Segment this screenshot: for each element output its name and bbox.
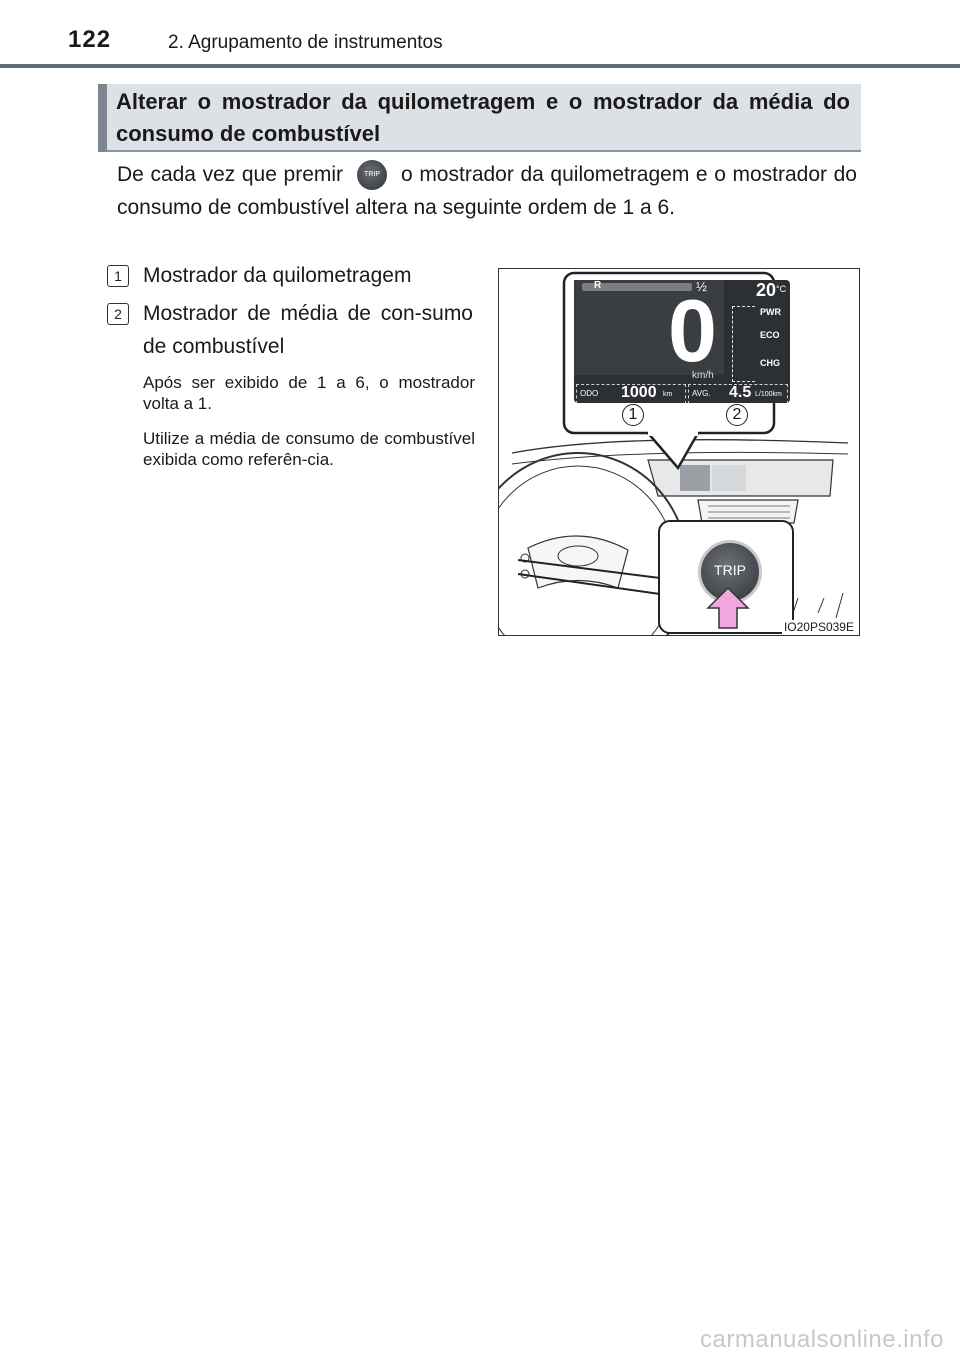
callout-1: 1 <box>622 404 644 426</box>
hybrid-indicator <box>732 306 755 382</box>
gear-indicator: R <box>594 280 602 291</box>
multi-info-display: R ½ 20 °C 0 km/h PWR ECO CHG ODO 1000 km… <box>574 280 790 403</box>
page-number: 122 <box>68 26 112 53</box>
section-title: Alterar o mostrador da quilometragem e o… <box>116 89 850 146</box>
temperature-value: 20 <box>756 280 777 300</box>
section-heading-box: Alterar o mostrador da quilometragem e o… <box>98 84 861 152</box>
temperature-unit: °C <box>776 284 787 294</box>
note-paragraph: Após ser exibido de 1 a 6, o mostrador v… <box>143 373 475 413</box>
fuel-gauge-bar <box>582 283 692 291</box>
item-label: Mostrador da quilometragem <box>143 264 412 287</box>
item-label: Mostrador de média de con-sumo de combus… <box>143 302 473 358</box>
fuel-fraction: ½ <box>696 280 707 294</box>
intro-text-before: De cada vez que premir <box>117 163 344 186</box>
trip-button-callout: TRIP <box>658 520 794 634</box>
trip-button-label: TRIP <box>714 562 746 578</box>
eco-label: ECO <box>760 330 780 340</box>
item-number-badge: 2 <box>107 303 129 325</box>
speed-value: 0 <box>668 281 717 380</box>
odo-value: 1000 <box>621 384 657 401</box>
odo-label: ODO <box>580 389 599 398</box>
avg-unit: L/100km <box>755 391 782 398</box>
callout-2: 2 <box>726 404 748 426</box>
pwr-label: PWR <box>760 307 781 317</box>
odo-unit: km <box>663 391 673 398</box>
item-number-badge: 1 <box>107 265 129 287</box>
intro-text-after: o mostrador da quilometragem e o mostrad… <box>117 163 857 219</box>
figure-code: IO20PS039E <box>781 620 856 634</box>
fuel-average-area: AVG. 4.5 L/100km <box>688 384 788 403</box>
note-paragraph: Utilize a média de consumo de combustíve… <box>143 429 475 469</box>
press-arrow-icon <box>706 586 750 629</box>
trip-button-icon: TRIP <box>357 160 388 191</box>
avg-label: AVG. <box>692 389 711 398</box>
section-accent-bar <box>98 84 107 152</box>
running-header: 2. Agrupamento de instrumentos <box>168 32 443 53</box>
instrument-cluster-figure: R ½ 20 °C 0 km/h PWR ECO CHG ODO 1000 km… <box>467 268 860 684</box>
callout-leader <box>518 559 661 595</box>
watermark: carmanualsonline.info <box>700 1326 944 1353</box>
header-rule <box>0 64 960 68</box>
speed-unit: km/h <box>692 370 714 381</box>
odometer-area: ODO 1000 km <box>576 384 686 403</box>
chg-label: CHG <box>760 358 780 368</box>
avg-value: 4.5 <box>729 384 752 401</box>
